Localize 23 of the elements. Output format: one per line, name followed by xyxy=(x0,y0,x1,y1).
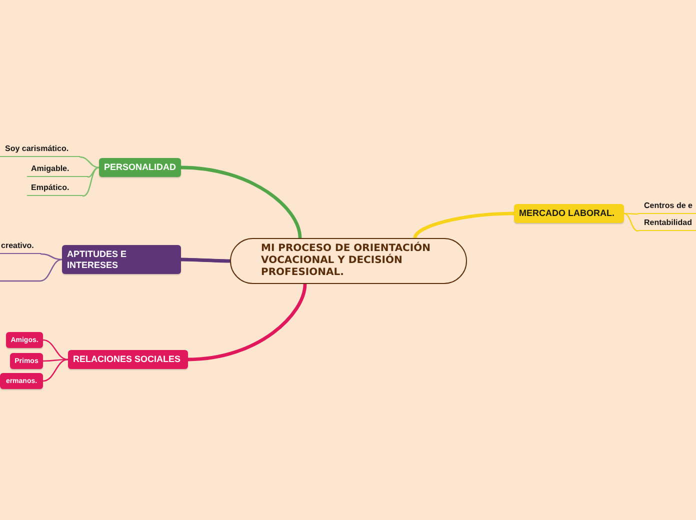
underlined-subtopic: Soy carismático. xyxy=(0,142,80,157)
branch-connector xyxy=(179,166,302,240)
connector-line xyxy=(79,156,100,168)
underlined-subtopic: creativo. xyxy=(0,239,41,254)
branch-connector xyxy=(186,282,307,362)
central-topic-pill: MI PROCESO DE ORIENTACIÓN VOCACIONAL Y DECISIÓN PROFESIONAL. xyxy=(230,238,467,284)
branch-topic-box: APTITUDES E INTERESES xyxy=(62,245,181,274)
connector-line xyxy=(82,166,100,197)
connector-line xyxy=(623,212,639,215)
branch-topic-box: PERSONALIDAD xyxy=(99,158,181,177)
branch-connector xyxy=(179,258,232,263)
underlined-subtopic: Centros de e xyxy=(638,199,696,214)
underlined-subtopic: Rentabilidad xyxy=(638,217,696,231)
underlined-subtopic: Empático. xyxy=(27,181,83,196)
connector-line xyxy=(42,358,69,382)
branch-topic-box: RELACIONES SOCIALES xyxy=(68,350,188,369)
underlined-subtopic: Amigable. xyxy=(27,162,88,177)
connector-line xyxy=(0,258,63,282)
branch-connector xyxy=(413,212,516,240)
connector-line xyxy=(623,212,639,232)
branch-topic-box: MERCADO LABORAL. xyxy=(514,204,624,223)
connector-line xyxy=(40,253,63,260)
connector-line xyxy=(42,339,69,360)
